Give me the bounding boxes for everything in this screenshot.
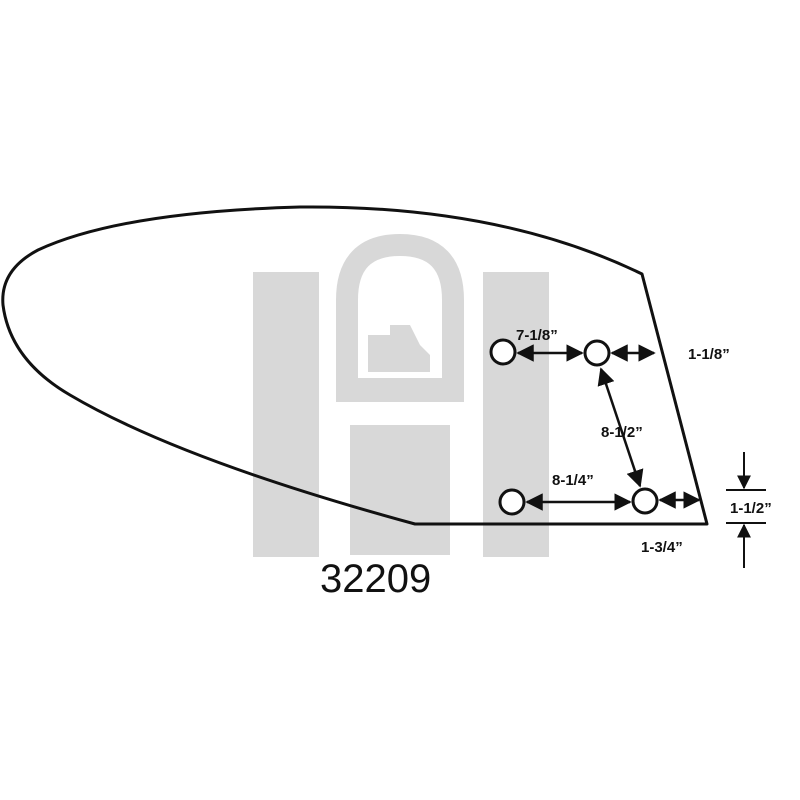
bolt-hole-top-right (583, 339, 611, 367)
bolt-hole-bottom-left (498, 488, 526, 516)
watermark-logo (253, 233, 549, 557)
part-number: 32209 (320, 557, 431, 601)
dim-label-bottom-edge: 1-3/4” (641, 539, 683, 556)
dim-label-height: 1-1/2” (730, 500, 772, 517)
dim-arrow-vertical-holes (597, 367, 644, 488)
bolt-hole-bottom-right (631, 487, 659, 515)
plow-share-outline (1, 205, 709, 526)
dim-label-vertical-holes: 8-1/2” (601, 424, 643, 441)
bolt-hole-top-left (489, 338, 517, 366)
dim-label-bottom-holes: 8-1/4” (552, 472, 594, 489)
dim-label-top-edge: 1-1/8” (688, 346, 730, 363)
dim-label-top-holes: 7-1/8” (516, 327, 558, 344)
